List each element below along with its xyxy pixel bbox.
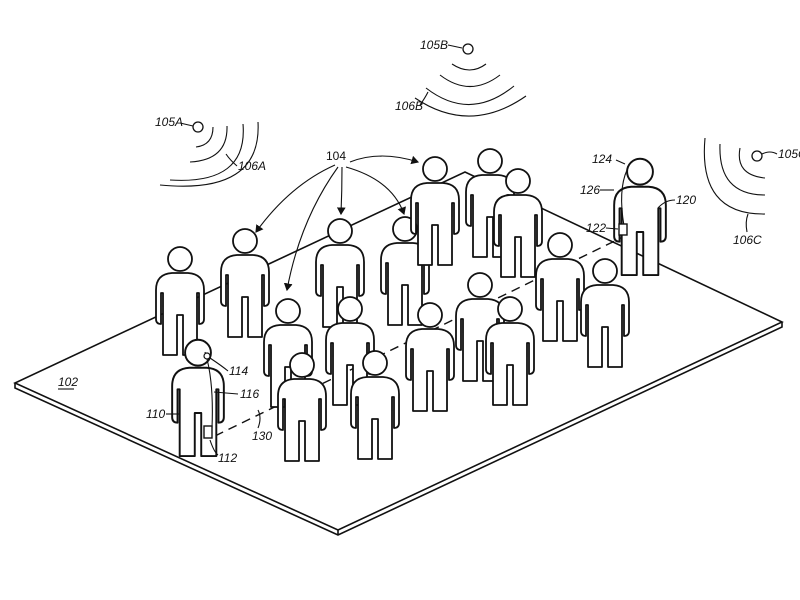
label-106a: 106A xyxy=(238,159,266,173)
label-116: 116 xyxy=(240,387,259,401)
leader-124 xyxy=(615,159,626,165)
beacon-icon xyxy=(462,43,474,55)
leader-105b xyxy=(447,44,463,49)
label-130: 130 xyxy=(252,429,272,443)
label-106c: 106C xyxy=(733,233,762,247)
device-112 xyxy=(203,425,213,439)
beacon-105a xyxy=(159,121,259,187)
leader-120 xyxy=(657,199,676,209)
beacon-105b xyxy=(414,43,527,117)
label-106b: 106B xyxy=(395,99,423,113)
beacon-icon xyxy=(751,150,763,162)
leader-116 xyxy=(213,391,239,395)
label-112: 112 xyxy=(218,451,237,465)
leader-106b xyxy=(419,91,429,106)
signal-106a xyxy=(159,121,259,187)
leader-106a xyxy=(225,153,238,167)
label-120: 120 xyxy=(676,193,696,207)
leader-105a xyxy=(179,122,194,127)
label-105b: 105B xyxy=(420,38,448,52)
headset-114 xyxy=(203,352,211,360)
leader-105c xyxy=(761,151,778,155)
beacon-105c xyxy=(703,137,766,215)
label-114: 114 xyxy=(229,364,248,378)
label-110: 110 xyxy=(146,407,165,421)
leader-114 xyxy=(209,357,229,372)
label-104: 104 xyxy=(326,149,346,163)
crowd-arrows xyxy=(255,155,420,292)
label-102: 102 xyxy=(58,375,78,389)
label-122: 122 xyxy=(586,221,606,235)
signal-106b xyxy=(414,95,527,117)
device-122 xyxy=(618,223,628,236)
leader-106c xyxy=(745,213,749,233)
signal-106c xyxy=(703,137,766,215)
leader-112 xyxy=(209,439,219,456)
leader-130 xyxy=(257,409,261,429)
user-110 xyxy=(171,338,225,458)
label-126: 126 xyxy=(580,183,600,197)
user-120 xyxy=(613,157,667,277)
label-124: 124 xyxy=(592,152,612,166)
label-105c: 105C xyxy=(778,147,800,161)
strap-126 xyxy=(621,169,628,227)
beacon-icon xyxy=(192,121,204,133)
label-105a: 105A xyxy=(155,115,183,129)
leader-122 xyxy=(605,227,619,230)
